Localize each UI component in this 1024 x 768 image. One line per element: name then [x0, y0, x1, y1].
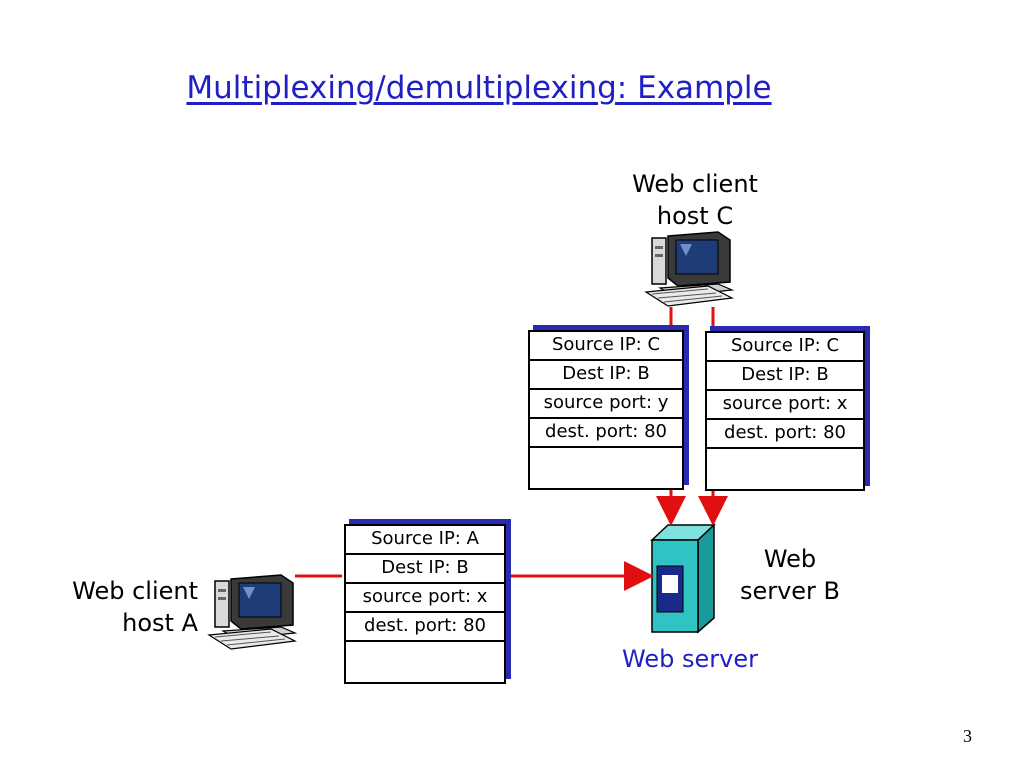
packet-field: Dest IP: B	[707, 362, 863, 391]
packet-field: Dest IP: B	[530, 361, 682, 390]
computer-icon	[644, 231, 735, 307]
host-a-label: Web client host A	[20, 575, 198, 639]
packet-field: Source IP: C	[530, 332, 682, 361]
host-c-label: Web client host C	[600, 168, 790, 232]
packet-field: source port: y	[530, 390, 682, 419]
packet-a-x: Source IP: A Dest IP: B source port: x d…	[344, 524, 506, 684]
web-server-caption: Web server	[622, 645, 758, 673]
server-b-label-line1: Web	[763, 545, 817, 573]
packet-c-x: Source IP: C Dest IP: B source port: x d…	[705, 331, 865, 491]
host-a-label-line2: host A	[122, 609, 198, 637]
server-icon	[650, 523, 716, 634]
packet-c-y: Source IP: C Dest IP: B source port: y d…	[528, 330, 684, 490]
packet-field: dest. port: 80	[707, 420, 863, 449]
packet-field: Source IP: C	[707, 333, 863, 362]
packet-field: dest. port: 80	[530, 419, 682, 448]
slide-title: Multiplexing/demultiplexing: Example	[186, 70, 772, 106]
computer-icon	[207, 574, 298, 650]
packet-field: dest. port: 80	[346, 613, 504, 642]
packet-field: source port: x	[346, 584, 504, 613]
host-a-label-line1: Web client	[72, 577, 198, 605]
page-number: 3	[963, 726, 972, 746]
host-c-label-line1: Web client	[632, 170, 758, 198]
server-b-label: Web server B	[720, 543, 860, 607]
packet-field: source port: x	[707, 391, 863, 420]
packet-field: Source IP: A	[346, 526, 504, 555]
packet-field: Dest IP: B	[346, 555, 504, 584]
host-c-label-line2: host C	[656, 202, 734, 230]
server-b-label-line2: server B	[739, 577, 841, 605]
